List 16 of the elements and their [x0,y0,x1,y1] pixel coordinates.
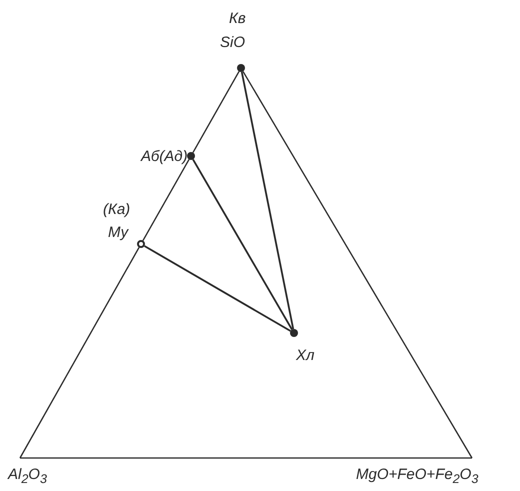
point-label: Хл [296,347,314,365]
tie-line [242,71,473,458]
point-label: Аб(Ад) [141,148,188,166]
tie-line [19,247,140,458]
tie-line [192,159,293,330]
point-label: Al$_{2}$O$_{3}$ [8,466,47,488]
point-label: Кв [229,10,246,28]
point-label: (Ка) [103,201,130,219]
tie-line [142,159,190,241]
point-label: SiO [220,34,246,52]
tie-line [192,71,240,153]
tie-line [240,72,294,330]
point-label: MgO+FeO+Fe$_{2}$O$_{3}$ [356,466,478,488]
tie-line [144,245,291,332]
tie-line [20,457,472,459]
point-label: Му [108,224,128,242]
